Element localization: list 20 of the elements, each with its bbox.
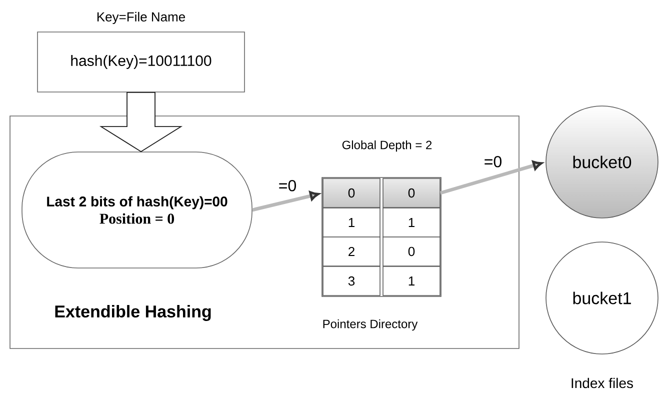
edge-label: =0	[277, 178, 298, 192]
table-cell: 0	[322, 178, 380, 208]
table-cell: 1	[382, 208, 440, 238]
frame-title: Extendible Hashing	[55, 305, 211, 321]
arrow	[440, 160, 542, 195]
arrow	[252, 191, 320, 212]
table-cell: 3	[322, 266, 380, 296]
table-cell: 2	[322, 236, 380, 266]
process-pill: Last 2 bits of hash(Key)=00 Position = 0	[22, 152, 252, 268]
table-cell: 0	[382, 236, 440, 266]
box-caption: Key=File Name	[97, 12, 186, 24]
table-caption: Pointers Directory	[323, 319, 418, 331]
table-heading: Global Depth = 2	[342, 140, 432, 152]
edge-label: =0	[482, 154, 504, 168]
table-cell: 1	[382, 266, 440, 296]
table-cell: 0	[382, 178, 440, 208]
hash-box: hash(Key)=10011100	[37, 32, 245, 92]
caption: Index files	[572, 378, 633, 388]
table-cell: 1	[322, 208, 380, 238]
block-arrow	[99, 92, 183, 152]
